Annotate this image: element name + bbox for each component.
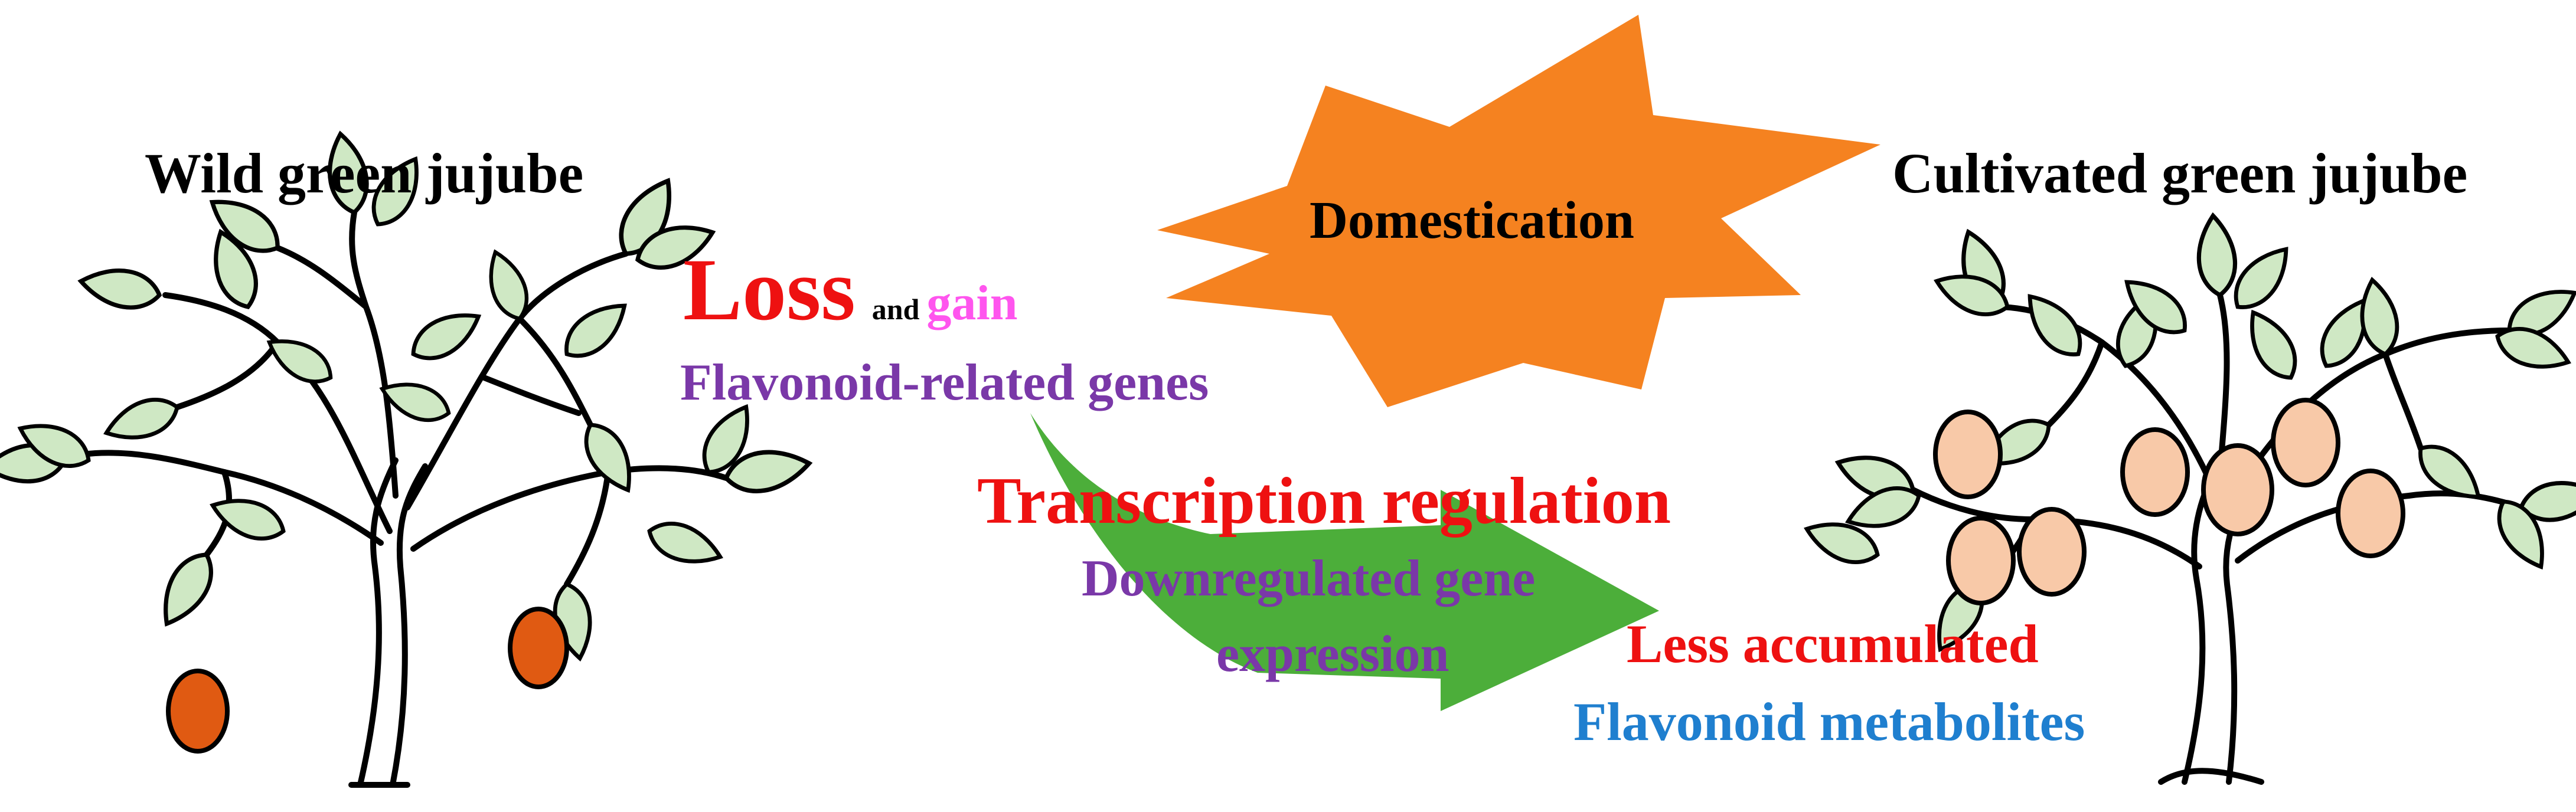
wild-fruits [166, 607, 569, 754]
downregulated-label: Downregulated gene [1082, 550, 1536, 607]
wild-tree [80, 209, 729, 788]
wild-jujube-title: Wild green jujube [145, 142, 584, 205]
expression-label: expression [1216, 626, 1449, 683]
green-arrow [1030, 413, 1659, 711]
domestication-label: Domestication [1310, 191, 1634, 250]
flavonoid-metabolites-label: Flavonoid metabolites [1573, 692, 2085, 752]
cultivated-jujube-title: Cultivated green jujube [1892, 142, 2468, 205]
less-accumulated-label: Less accumulated [1627, 614, 2039, 674]
flavonoid-genes-label: Flavonoid-related genes [680, 354, 1209, 411]
transcription-regulation-label: Transcription regulation [977, 464, 1671, 538]
domestication-starburst [1157, 15, 1880, 407]
loss-word: Loss [683, 241, 856, 339]
cultivated-fruits [1933, 398, 2405, 605]
and-word: and [871, 293, 920, 326]
gain-word: gain [926, 276, 1018, 330]
